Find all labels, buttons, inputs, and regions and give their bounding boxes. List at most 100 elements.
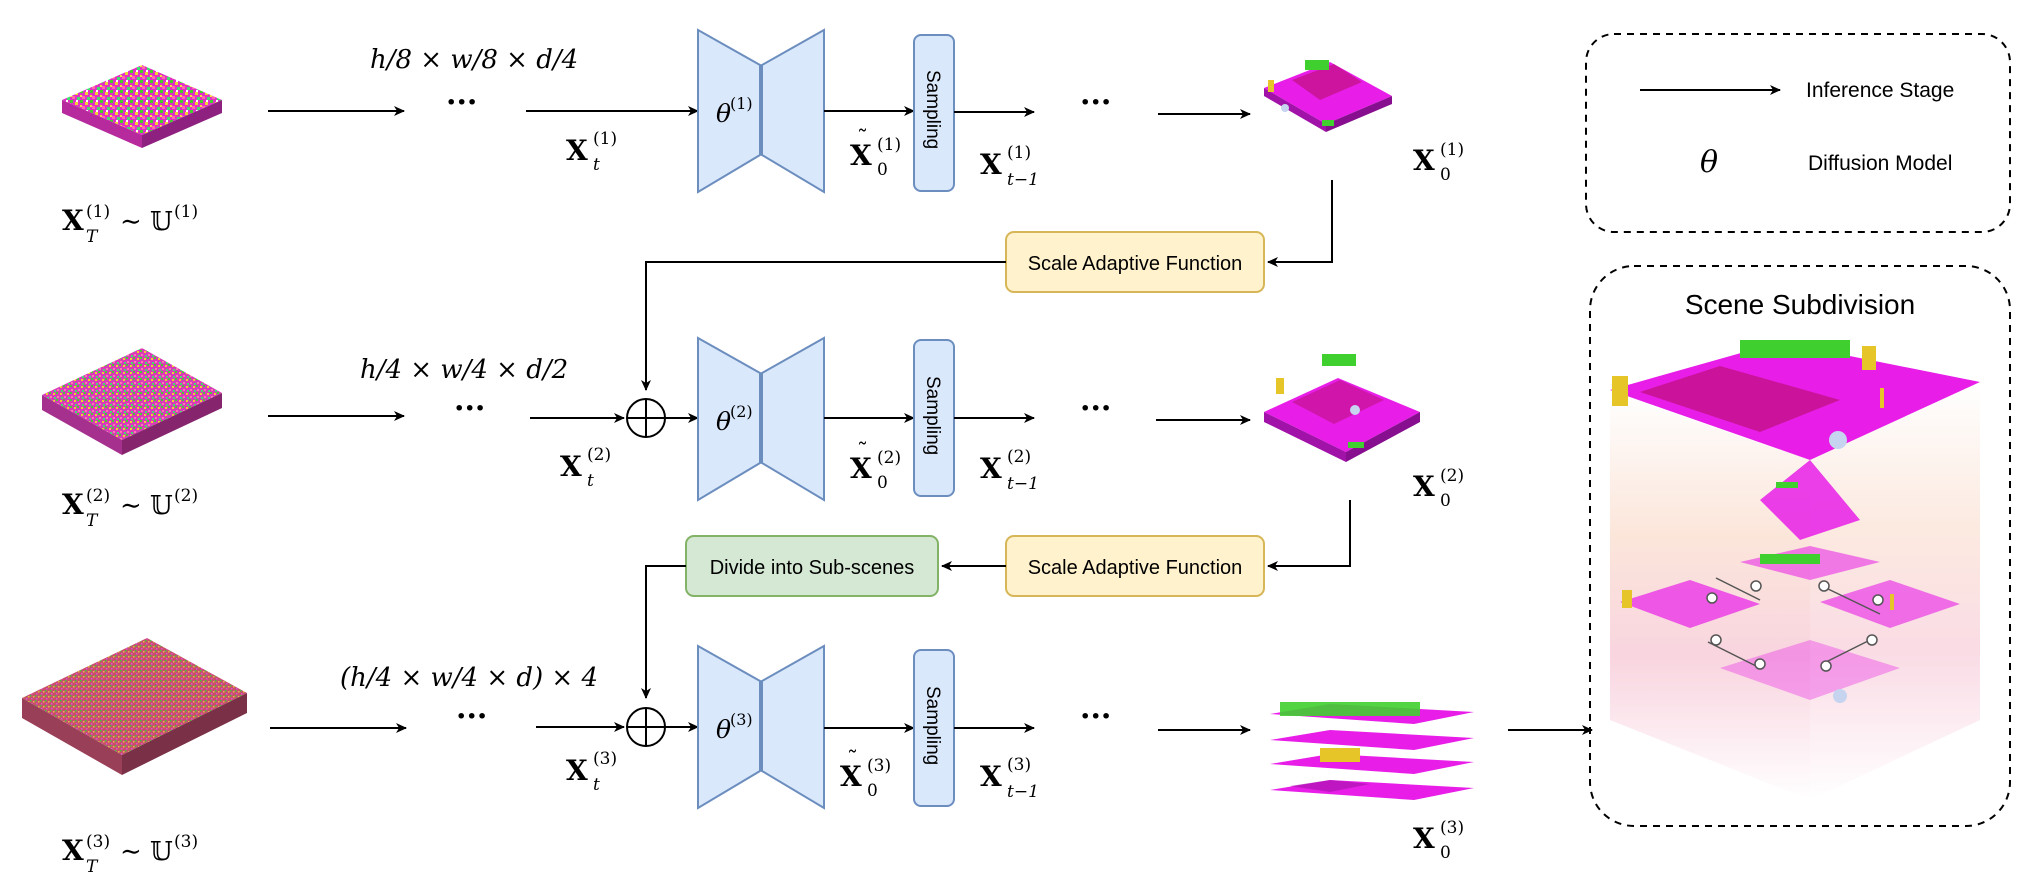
svg-text:X: X [980, 148, 1002, 181]
xtm1-label-1: X t−1 (1) [980, 143, 1039, 190]
svg-text:X: X [980, 452, 1002, 485]
row-2: h/4 × w/4 × d/2 ··· X t (2) θ (2) X ˜ 0 … [268, 336, 1464, 511]
noise-cube-3 [22, 638, 247, 775]
svg-text:X: X [850, 452, 872, 485]
svg-text:Divide into Sub-scenes: Divide into Sub-scenes [710, 557, 915, 579]
noise-label-1: X T (1) ∼ 𝕌 (1) [62, 202, 198, 247]
svg-text:t−1: t−1 [1007, 474, 1039, 494]
svg-text:(2): (2) [730, 402, 753, 421]
scale-adaptive-box-1: Scale Adaptive Function [1005, 231, 1265, 293]
svg-text:X: X [62, 488, 84, 521]
theta-symbol: θ [716, 407, 731, 436]
svg-text:(1): (1) [730, 94, 753, 113]
arrow [1267, 180, 1333, 267]
svg-text:X: X [840, 760, 862, 793]
x0-label-2: X 0 (2) [1413, 466, 1464, 511]
svg-text:(3): (3) [867, 756, 891, 776]
sampling-box-2: Sampling [913, 339, 955, 497]
ellipsis: ··· [456, 699, 487, 734]
svg-text:X: X [62, 834, 84, 867]
svg-text:(1): (1) [593, 129, 617, 149]
theta-symbol: θ [716, 715, 731, 744]
svg-text:t: t [593, 775, 600, 795]
svg-text:(1): (1) [174, 202, 198, 222]
xt-label-3: X t (3) [566, 749, 617, 795]
svg-text:X: X [62, 204, 84, 237]
svg-text:(2): (2) [1007, 447, 1031, 467]
noise-label-2: X T (2) ∼ 𝕌 (2) [62, 486, 198, 531]
svg-text:0: 0 [877, 160, 888, 180]
svg-text:Scale Adaptive Function: Scale Adaptive Function [1028, 557, 1243, 579]
svg-text:t−1: t−1 [1007, 170, 1039, 190]
xtm1-label-3: X t−1 (3) [980, 755, 1039, 802]
row-1: h/8 × w/8 × d/4 ··· X t (1) θ (1) X ˜ 0 … [268, 28, 1464, 194]
legend-theta-symbol: θ [1700, 145, 1718, 180]
svg-text:∼ 𝕌: ∼ 𝕌 [120, 491, 173, 521]
xt-label-2: X t (2) [560, 445, 611, 491]
size-label-3: (h/4 × w/4 × d) × 4 [340, 663, 598, 693]
plus-junction-3 [626, 707, 666, 747]
arrow [1267, 500, 1351, 571]
ellipsis: ··· [454, 391, 485, 426]
svg-text:(2): (2) [1440, 466, 1464, 486]
svg-text:˜: ˜ [847, 748, 858, 773]
sampling-box-3: Sampling [913, 649, 955, 807]
svg-text:T: T [86, 857, 99, 877]
panel-sub-scenes [1620, 546, 1960, 703]
svg-text:(2): (2) [174, 486, 198, 506]
svg-text:0: 0 [867, 781, 878, 801]
arrow [641, 565, 686, 699]
svg-text:X: X [1413, 470, 1435, 503]
x0-label-3: X 0 (3) [1413, 818, 1464, 863]
x0-tilde-label-1: X ˜ 0 (1) [850, 127, 901, 180]
scene-subdivision-panel: Scene Subdivision [1589, 265, 2011, 827]
svg-text:0: 0 [1440, 843, 1451, 863]
size-label-2: h/4 × w/4 × d/2 [360, 355, 568, 385]
svg-text:(3): (3) [174, 832, 198, 852]
svg-text:X: X [566, 754, 588, 787]
panel-top-scene [1610, 340, 1980, 540]
svg-text:X: X [850, 139, 872, 172]
plus-junction-2 [626, 398, 666, 438]
ellipsis: ··· [1080, 85, 1111, 120]
theta-symbol: θ [716, 99, 731, 128]
scale-adaptive-box-2: Scale Adaptive Function [1005, 535, 1265, 597]
svg-text:∼ 𝕌: ∼ 𝕌 [120, 837, 173, 867]
svg-text:˜: ˜ [857, 440, 868, 465]
x0-tilde-label-2: X ˜ 0 (2) [850, 440, 901, 493]
legend-inference-label: Inference Stage [1806, 79, 1954, 102]
scene-render-3-layers [1270, 702, 1474, 800]
xtm1-label-2: X t−1 (2) [980, 447, 1039, 494]
svg-text:X: X [560, 450, 582, 483]
size-label-1: h/8 × w/8 × d/4 [370, 45, 578, 75]
noise-cube-2 [42, 348, 222, 455]
svg-text:(2): (2) [877, 448, 901, 468]
arrow [641, 261, 1006, 391]
svg-text:0: 0 [1440, 491, 1451, 511]
svg-text:(1): (1) [877, 135, 901, 155]
svg-text:(1): (1) [86, 202, 110, 222]
svg-text:(3): (3) [730, 710, 753, 729]
divide-box: Divide into Sub-scenes [685, 535, 939, 597]
svg-text:∼ 𝕌: ∼ 𝕌 [120, 207, 173, 237]
svg-text:(3): (3) [1007, 755, 1031, 775]
svg-text:(2): (2) [86, 486, 110, 506]
scene-render-1 [1264, 60, 1392, 132]
row-3: (h/4 × w/4 × d) × 4 ··· X t (3) θ (3) X … [270, 644, 1593, 863]
scene-render-2 [1264, 354, 1420, 462]
sampling-box-1: Sampling [913, 34, 955, 192]
svg-text:(1): (1) [1440, 140, 1464, 160]
svg-text:(3): (3) [1440, 818, 1464, 838]
svg-text:X: X [1413, 144, 1435, 177]
ellipsis: ··· [1080, 699, 1111, 734]
svg-text:(1): (1) [1007, 143, 1031, 163]
svg-text:X: X [1413, 822, 1435, 855]
legend: Inference Stage θ Diffusion Model [1585, 33, 2011, 233]
svg-text:(3): (3) [86, 832, 110, 852]
ellipsis: ··· [1080, 391, 1111, 426]
svg-text:T: T [86, 227, 99, 247]
svg-text:X: X [980, 760, 1002, 793]
svg-text:(2): (2) [587, 445, 611, 465]
unet-2: θ (2) [697, 336, 825, 502]
